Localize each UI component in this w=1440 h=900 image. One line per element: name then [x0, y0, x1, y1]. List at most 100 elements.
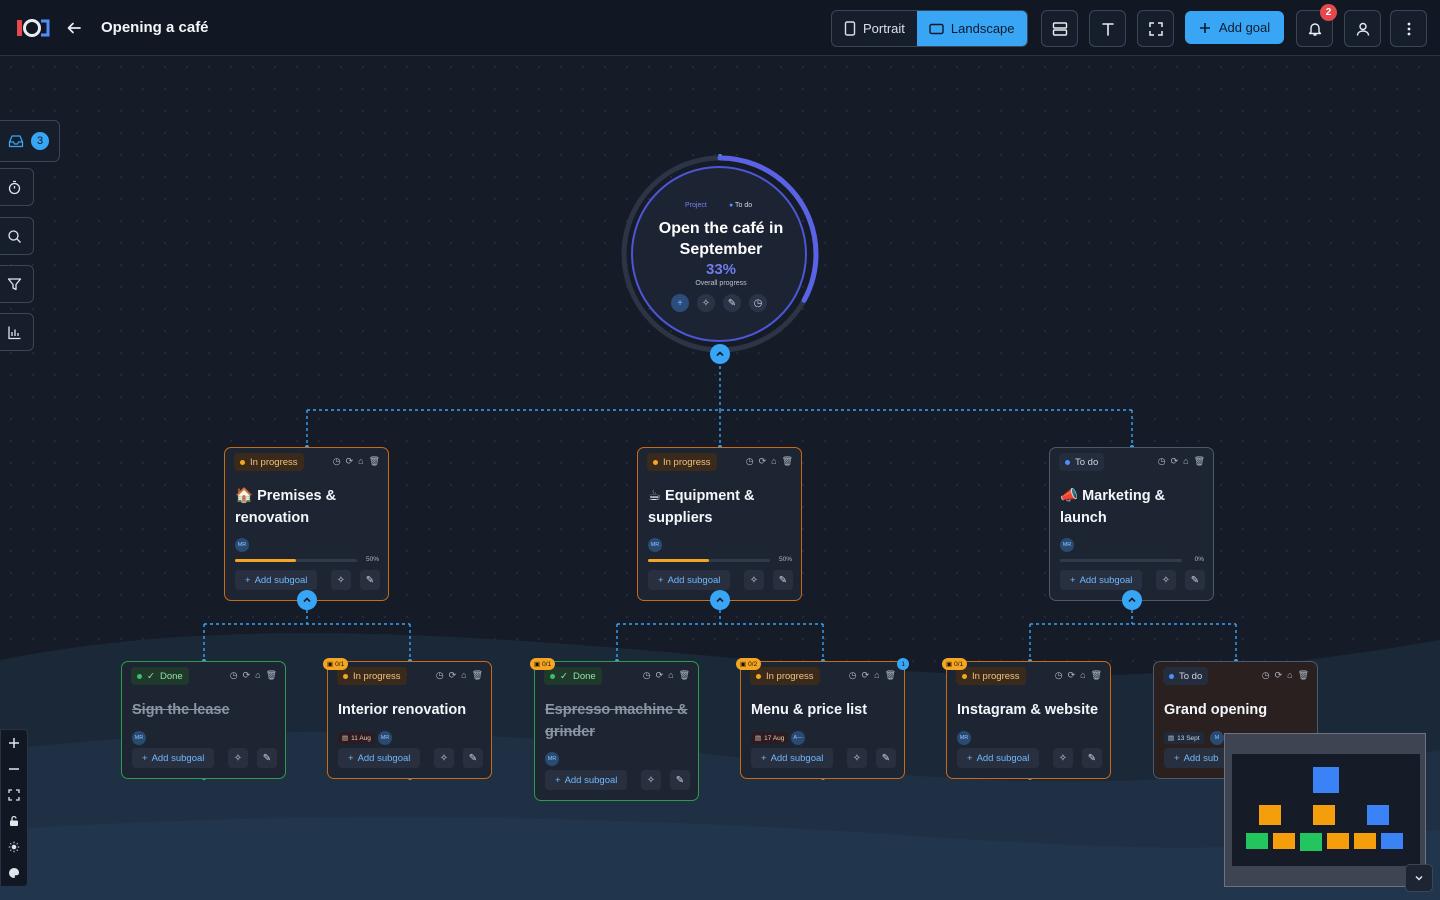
avatar[interactable]: MR	[957, 731, 971, 745]
status-badge[interactable]: ✓Done	[544, 667, 602, 685]
avatar[interactable]: MR	[378, 731, 392, 745]
pencil-icon[interactable]: ✎	[1185, 570, 1205, 590]
status-badge[interactable]: To do	[1163, 667, 1209, 685]
magic-wand-icon[interactable]: ✧	[847, 748, 867, 768]
trash-icon[interactable]: 🗑	[1090, 670, 1102, 680]
app-logo[interactable]	[16, 17, 50, 39]
pencil-icon[interactable]: ✎	[1082, 748, 1102, 768]
trash-icon[interactable]: 🗑	[265, 670, 277, 680]
inbox-button[interactable]: 3	[0, 120, 60, 162]
zoom-in-icon[interactable]	[1, 730, 27, 756]
link-icon[interactable]: ⟳	[861, 670, 870, 680]
link-icon[interactable]: ⟳	[1067, 670, 1076, 680]
magic-wand-icon[interactable]: ✧	[1156, 570, 1176, 590]
goal-collapse-button[interactable]	[710, 590, 730, 610]
inbox-icon[interactable]: ⌂	[771, 456, 777, 466]
timer-icon[interactable]: ◷	[435, 670, 444, 680]
timer-icon[interactable]: ◷	[1261, 670, 1270, 680]
profile-button[interactable]	[1344, 10, 1381, 47]
pencil-icon[interactable]: ✎	[360, 570, 380, 590]
view-portrait-button[interactable]: Portrait	[832, 11, 917, 46]
due-date[interactable]: ▤17 Aug	[751, 732, 789, 744]
avatar[interactable]: MR	[1060, 538, 1074, 552]
inbox-icon[interactable]: ⌂	[461, 670, 467, 680]
inbox-icon[interactable]: ⌂	[358, 456, 364, 466]
search-button[interactable]	[0, 217, 34, 255]
status-badge[interactable]: In progress	[956, 667, 1026, 685]
link-icon[interactable]: ⟳	[1170, 456, 1179, 466]
pencil-icon[interactable]: ✎	[257, 748, 277, 768]
trash-icon[interactable]: 🗑	[1297, 670, 1309, 680]
pencil-icon[interactable]: ✎	[876, 748, 896, 768]
root-add-subgoal-button[interactable]: +	[671, 294, 689, 312]
magic-wand-icon[interactable]: ✧	[434, 748, 454, 768]
magic-wand-icon[interactable]: ✧	[744, 570, 764, 590]
view-landscape-button[interactable]: Landscape	[916, 11, 1027, 46]
timer-icon[interactable]: ◷	[642, 670, 651, 680]
magic-wand-icon[interactable]: ✧	[331, 570, 351, 590]
comment-counter[interactable]: 1	[897, 658, 909, 670]
back-arrow-icon[interactable]	[62, 16, 86, 40]
status-badge[interactable]: ✓Done	[131, 667, 189, 685]
add-subgoal-button[interactable]: +Add subgoal	[338, 748, 421, 768]
lock-icon[interactable]	[1, 808, 27, 834]
avatar[interactable]: M	[1210, 731, 1224, 745]
link-icon[interactable]: ⟳	[758, 456, 767, 466]
trash-icon[interactable]: 🗑	[884, 670, 896, 680]
status-badge[interactable]: In progress	[647, 453, 717, 471]
root-goal-node[interactable]: Project ● To do Open the café in Septemb…	[631, 166, 807, 342]
trash-icon[interactable]: 🗑	[1193, 456, 1205, 466]
magic-wand-icon[interactable]: ✧	[697, 294, 715, 312]
timer-icon[interactable]: ◷	[1054, 670, 1063, 680]
minimap-toggle-button[interactable]	[1405, 864, 1433, 892]
goal-collapse-button[interactable]	[297, 590, 317, 610]
avatar[interactable]: MR	[545, 752, 559, 766]
status-badge[interactable]: In progress	[750, 667, 820, 685]
trash-icon[interactable]: 🗑	[781, 456, 793, 466]
avatar[interactable]: MR	[132, 731, 146, 745]
add-subgoal-button[interactable]: +Add subgoal	[957, 748, 1040, 768]
timer-icon[interactable]: ◷	[332, 456, 341, 466]
add-subgoal-button[interactable]: +Add subgoal	[648, 570, 731, 590]
timer-icon[interactable]: ◷	[848, 670, 857, 680]
timer-icon[interactable]: ◷	[745, 456, 754, 466]
layout-button[interactable]	[1041, 10, 1078, 47]
due-date[interactable]: ▤13 Sept	[1164, 732, 1204, 744]
pencil-icon[interactable]: ✎	[463, 748, 483, 768]
magic-wand-icon[interactable]: ✧	[641, 770, 661, 790]
status-badge[interactable]: To do	[1059, 453, 1105, 471]
link-icon[interactable]: ⟳	[1274, 670, 1283, 680]
trash-icon[interactable]: 🗑	[471, 670, 483, 680]
link-icon[interactable]: ⟳	[655, 670, 664, 680]
filter-button[interactable]	[0, 265, 34, 303]
root-collapse-button[interactable]	[710, 344, 730, 364]
inbox-icon[interactable]: ⌂	[255, 670, 261, 680]
goal-collapse-button[interactable]	[1122, 590, 1142, 610]
add-goal-button[interactable]: Add goal	[1185, 11, 1284, 44]
more-menu-button[interactable]	[1390, 10, 1427, 47]
pencil-icon[interactable]: ✎	[670, 770, 690, 790]
theme-icon[interactable]	[1, 834, 27, 860]
add-subgoal-button[interactable]: +Add subgoal	[751, 748, 834, 768]
inbox-icon[interactable]: ⌂	[1287, 670, 1293, 680]
magic-wand-icon[interactable]: ✧	[228, 748, 248, 768]
due-date[interactable]: ▤11 Aug	[338, 732, 375, 744]
add-subgoal-button[interactable]: +Add subgoal	[1060, 570, 1143, 590]
text-button[interactable]	[1089, 10, 1126, 47]
add-subgoal-button[interactable]: +Add subgoal	[132, 748, 215, 768]
timer-icon[interactable]: ◷	[1157, 456, 1166, 466]
link-icon[interactable]: ⟳	[345, 456, 354, 466]
inbox-icon[interactable]: ⌂	[668, 670, 674, 680]
avatar[interactable]: A—	[791, 731, 805, 745]
pencil-icon[interactable]: ✎	[723, 294, 741, 312]
trash-icon[interactable]: 🗑	[678, 670, 690, 680]
avatar[interactable]: MR	[648, 538, 662, 552]
link-icon[interactable]: ⟳	[448, 670, 457, 680]
status-badge[interactable]: In progress	[337, 667, 407, 685]
